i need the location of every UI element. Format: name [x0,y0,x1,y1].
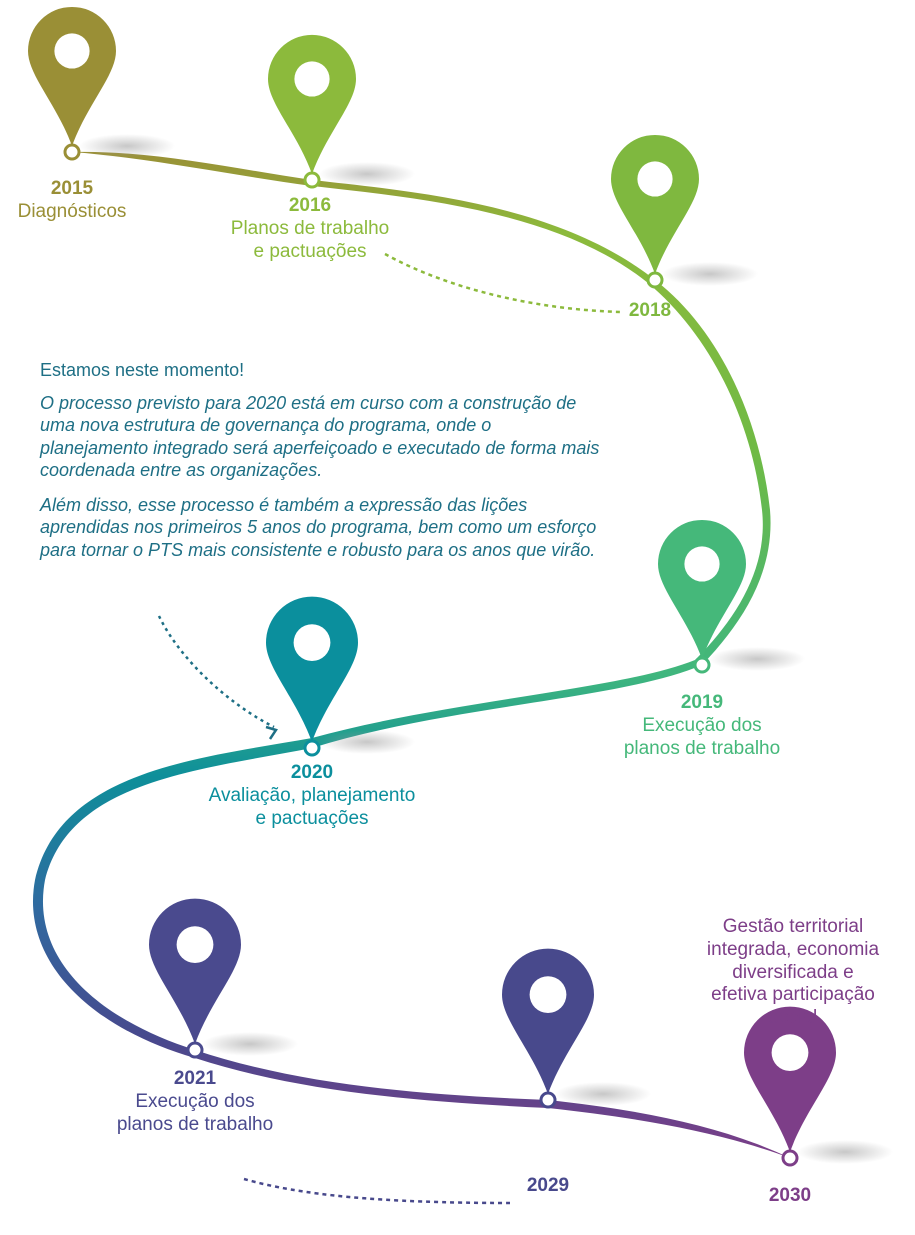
milestone-label: 2030 [740,1185,840,1208]
timeline-node [303,171,321,189]
timeline-node [539,1091,557,1109]
callout-box: Estamos neste momento! O processo previs… [40,359,600,573]
milestone-year: 2018 [628,300,672,321]
timeline-node [303,739,321,757]
goal-line: Gestão territorial [722,916,864,937]
goal-line: integrada, economia [706,938,880,960]
goal-label: Gestão territorial integrada, economia d… [688,916,898,1030]
milestone-text: Diagnósticos [17,200,127,222]
callout-paragraph: O processo previsto para 2020 está em cu… [40,392,600,481]
location-pin-icon [744,1006,893,1167]
milestone-year: 2016 [288,195,332,216]
milestone-text: Avaliação, planejamento [208,784,416,806]
milestone-year: 2019 [680,692,724,713]
timeline-node [693,656,711,674]
timeline-node [646,271,664,289]
dashed-connector [157,615,275,729]
callout-paragraph: Além disso, esse processo é também a exp… [40,494,597,560]
milestone-text: planos de trabalho [623,737,781,759]
goal-line: diversificada e [732,961,854,983]
milestone-text: planos de trabalho [116,1113,274,1135]
location-pin-icon [611,134,758,289]
location-pin-icon [268,34,415,189]
arrow-head [265,725,278,740]
callout-title: Estamos neste momento! [40,360,245,380]
milestone-year: 2015 [50,178,94,199]
milestone-text: Execução dos [135,1090,255,1112]
timeline-node [63,143,81,161]
goal-line: efetiva participação [711,984,875,1006]
milestone-label: 2029 [498,1175,598,1198]
milestone-year: 2030 [768,1185,812,1206]
milestone-pins [28,6,893,1167]
milestone-text: e pactuações [253,240,367,262]
location-pin-icon [28,6,175,161]
location-pin-icon [266,596,415,757]
milestone-year: 2020 [290,762,334,783]
milestone-text: Planos de trabalho [230,217,390,239]
timeline-node [781,1149,799,1167]
timeline-node [186,1041,204,1059]
location-pin-icon [658,519,805,674]
location-pin-icon [502,948,651,1109]
milestone-label: 2018 [590,300,710,323]
milestone-text: Execução dos [642,714,762,736]
milestone-text: e pactuações [255,807,369,829]
dashed-connector [384,252,623,314]
milestone-year: 2021 [173,1068,217,1089]
dashed-connectors [157,252,623,1205]
goal-line: social [768,1007,818,1029]
milestone-year: 2029 [526,1175,570,1196]
dashed-connector [243,1177,511,1205]
location-pin-icon [149,898,298,1059]
